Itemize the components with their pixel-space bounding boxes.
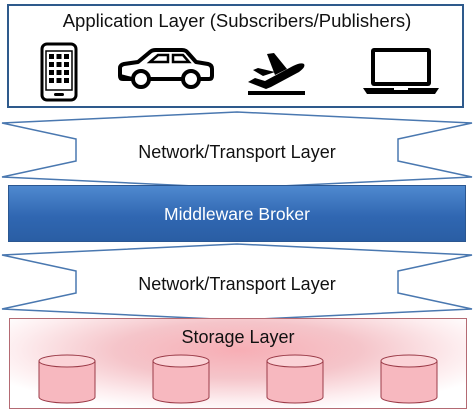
storage-layer-box: Storage Layer [9,318,467,409]
car-icon [118,48,214,89]
database-cylinder-icon [266,354,324,404]
middleware-broker-box: Middleware Broker [8,185,466,242]
smartphone-icon [40,42,78,102]
database-cylinder-icon [152,354,210,404]
database-cylinder-icon [380,354,438,404]
application-layer-title: Application Layer (Subscribers/Publisher… [62,10,412,31]
airplane-icon [248,53,305,95]
network-layer-bottom-label: Network/Transport Layer [138,274,336,294]
database-cylinder-icon [38,354,96,404]
network-layer-top-label: Network/Transport Layer [138,142,336,162]
middleware-broker-label: Middleware Broker [164,204,310,224]
application-layer-box [7,4,464,108]
storage-layer-label: Storage Layer [181,327,295,347]
storage-cylinders [38,354,438,404]
laptop-icon [363,48,439,94]
